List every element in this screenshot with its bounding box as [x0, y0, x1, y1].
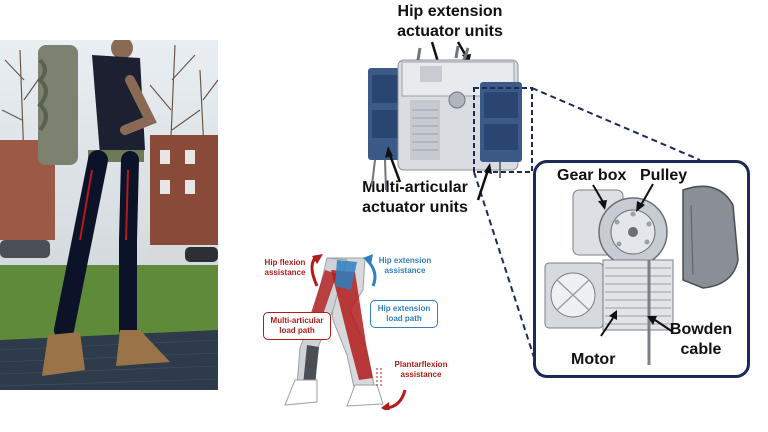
actuator-housing — [368, 46, 522, 190]
gear-box-label: Gear box — [557, 166, 637, 186]
bowden-cable-line1: Bowden — [666, 320, 736, 340]
hip-extension-line2: assistance — [372, 266, 438, 276]
hip-extension-label: Hip extension assistance — [372, 256, 438, 276]
hip-flexion-line2: assistance — [256, 268, 314, 278]
pulley-label: Pulley — [640, 166, 700, 186]
plantarflexion-line2: assistance — [386, 370, 456, 380]
hip-extension-path-line2: load path — [375, 314, 433, 324]
plantarflexion-line1: Plantarflexion — [386, 360, 456, 370]
hip-extension-path-line1: Hip extension — [375, 304, 433, 314]
hip-extension-line1: Hip extension — [372, 256, 438, 266]
hip-flexion-label: Hip flexion assistance — [256, 258, 314, 278]
multi-articular-path-line1: Multi-articular — [268, 316, 326, 326]
hip-flexion-line1: Hip flexion — [256, 258, 314, 268]
plantarflexion-label: Plantarflexion assistance — [386, 360, 456, 380]
multi-articular-path-line2: load path — [268, 326, 326, 336]
multi-articular-load-path-label: Multi-articular load path — [263, 312, 331, 340]
motor-label: Motor — [571, 350, 631, 370]
bowden-cable-label: Bowden cable — [666, 320, 736, 360]
hip-extension-load-path-label: Hip extension load path — [370, 300, 438, 328]
bowden-cable-line2: cable — [666, 340, 736, 360]
